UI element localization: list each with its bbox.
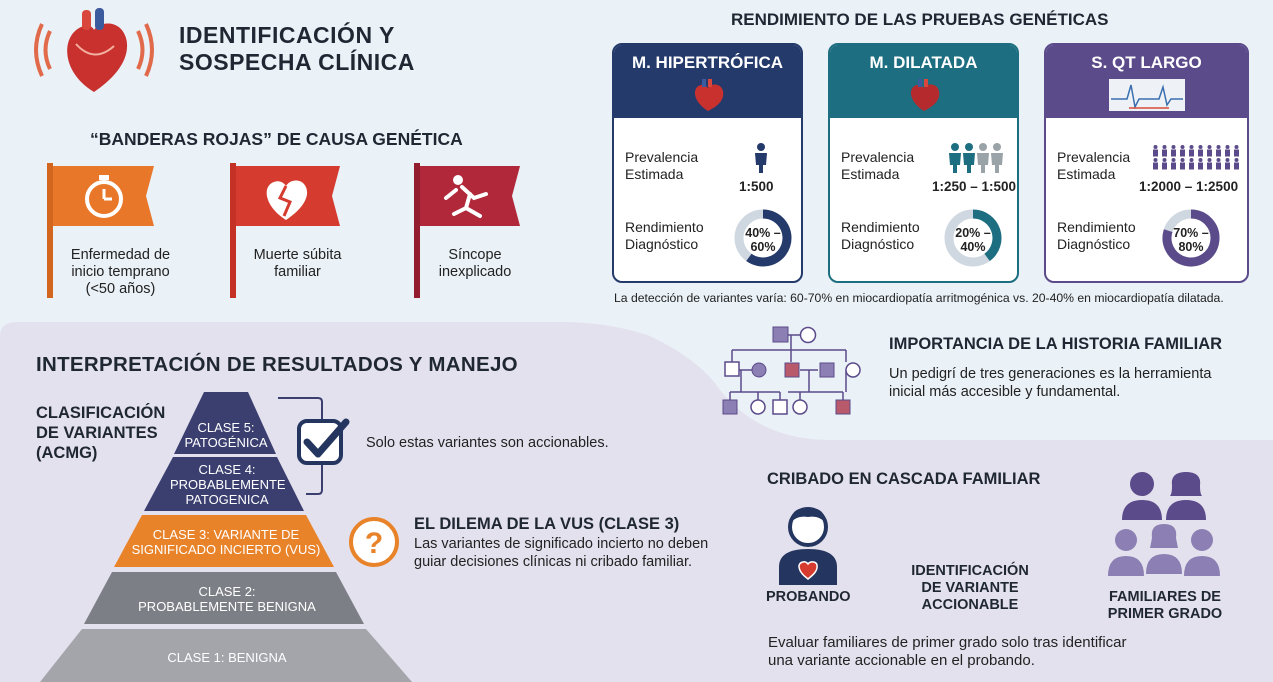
- family-members-icon: [1108, 472, 1220, 576]
- card-lqt-yield: 70% –80%: [1173, 226, 1209, 254]
- person-icon: [1198, 158, 1203, 170]
- vus-text: Las variantes de significado incierto no…: [414, 536, 709, 570]
- card-dcm-yield: 20% –40%: [955, 226, 991, 254]
- pyramid-class-5: CLASE 5:PATOGÉNICA: [184, 420, 268, 450]
- pyramid-class-2: CLASE 2:PROBABLEMENTE BENIGNA: [138, 584, 316, 614]
- heart-icon: [34, 8, 154, 92]
- person-icon: [1153, 158, 1158, 170]
- person-icon: [1234, 158, 1239, 170]
- card-lqt-prevalence: 1:2000 – 1:2500: [1139, 179, 1239, 194]
- person-icon: [755, 143, 767, 173]
- card-hcm-yield: 40% –60%: [745, 226, 781, 254]
- card-hcm-prevalence: 1:500: [739, 179, 774, 194]
- people-icon: [949, 143, 1003, 173]
- card-lqt-header: S. QT LARGO: [1046, 45, 1247, 118]
- pyramid-class-1: CLASE 1: BENIGNA: [167, 650, 287, 665]
- person-icon: [1207, 158, 1212, 170]
- person-icon: [1216, 145, 1221, 157]
- flags-graphic: [47, 163, 520, 298]
- person-icon: [1180, 158, 1185, 170]
- card-hcm-title: M. HIPERTRÓFICA: [631, 53, 784, 72]
- card-hcm-yield-donut: [734, 209, 792, 267]
- yield-arc: [972, 209, 1002, 262]
- family-history-text: Un pedigrí de tres generaciones es la he…: [889, 366, 1212, 400]
- proband-icon: [779, 507, 837, 585]
- interpretation-title: INTERPRETACIÓN DE RESULTADOS Y MANEJO: [36, 353, 518, 376]
- heart-icon: [694, 79, 723, 111]
- svg-text:?: ?: [365, 527, 383, 560]
- card-dcm-prevalence: 1:250 – 1:500: [932, 179, 1017, 194]
- person-icon: [1216, 158, 1221, 170]
- population-icon: [1153, 145, 1239, 170]
- cascade-title: CRIBADO EN CASCADA FAMILIAR: [767, 470, 1041, 488]
- red-flags-title: “BANDERAS ROJAS” DE CAUSA GENÉTICA: [90, 129, 463, 149]
- person-icon: [1225, 145, 1230, 157]
- card-dcm-yield-donut: [944, 209, 1002, 267]
- proband-label: PROBANDO: [766, 589, 851, 605]
- card-dcm-header: M. DILATADA: [830, 45, 1017, 118]
- person-icon: [1198, 145, 1203, 157]
- title-line-1: IDENTIFICACIÓN Y: [179, 22, 395, 48]
- person-icon: [1162, 145, 1167, 157]
- pedigree-icon: [722, 326, 861, 415]
- card-dcm-title: M. DILATADA: [869, 53, 978, 72]
- vus-title: EL DILEMA DE LA VUS (CLASE 3): [414, 515, 680, 533]
- question-icon: ?: [349, 517, 399, 567]
- stopwatch-icon: [85, 175, 123, 218]
- cascade-note: Evaluar familiares de primer grado solo …: [768, 634, 1127, 669]
- person-icon: [1189, 158, 1194, 170]
- yield-arc: [746, 209, 792, 267]
- card-hcm-header: M. HIPERTRÓFICA: [614, 45, 801, 118]
- person-icon: [1225, 158, 1230, 170]
- person-icon: [1171, 145, 1176, 157]
- actionable-note: Solo estas variantes son accionables.: [366, 435, 609, 451]
- yield-arc: [1162, 209, 1220, 267]
- checkmark-icon: [297, 418, 350, 465]
- person-icon: [1234, 145, 1239, 157]
- person-icon: [1207, 145, 1212, 157]
- genetic-footnote: La detección de variantes varía: 60-70% …: [614, 291, 1224, 305]
- heart-icon: [910, 79, 939, 111]
- family-history-title: IMPORTANCIA DE LA HISTORIA FAMILIAR: [889, 335, 1223, 353]
- person-icon: [1153, 145, 1158, 157]
- card-lqt-yield-donut: [1162, 209, 1220, 267]
- title-line-2: SOSPECHA CLÍNICA: [179, 49, 415, 75]
- acmg-pyramid: [40, 392, 412, 682]
- ecg-icon: [1108, 79, 1185, 111]
- falling-person-icon: [444, 175, 488, 218]
- section-title-identification: IDENTIFICACIÓN Y SOSPECHA CLÍNICA: [179, 22, 415, 76]
- genetic-yield-title: RENDIMIENTO DE LAS PRUEBAS GENÉTICAS: [731, 10, 1109, 29]
- person-icon: [1162, 158, 1167, 170]
- card-lqt-title: S. QT LARGO: [1091, 53, 1202, 72]
- person-icon: [1171, 158, 1176, 170]
- person-icon: [1180, 145, 1185, 157]
- broken-heart-icon: [266, 180, 308, 220]
- person-icon: [1189, 145, 1194, 157]
